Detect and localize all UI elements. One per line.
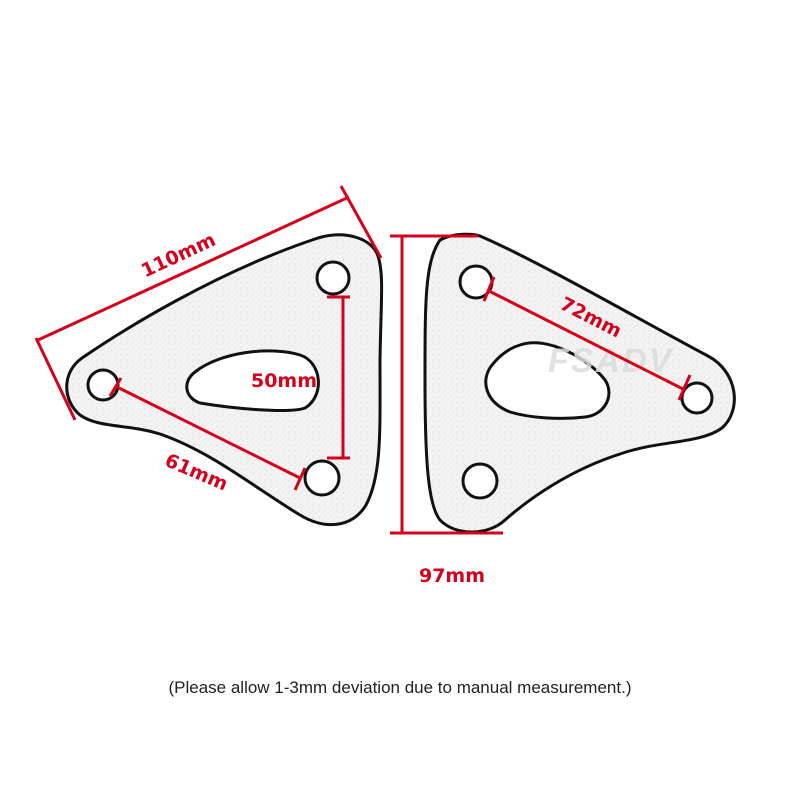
left-plate-teardrop-slot bbox=[185, 349, 320, 412]
left-bracket-plate bbox=[65, 233, 384, 527]
right-bracket-plate bbox=[423, 232, 736, 534]
dim-tick-110mm-b bbox=[339, 185, 383, 259]
dim-label-97mm: 97mm bbox=[419, 565, 485, 587]
right-plate-hole-right bbox=[680, 381, 714, 415]
dimension-lines bbox=[34, 185, 692, 535]
dim-tick-61mm-a bbox=[108, 377, 123, 397]
left-plate-hole-bottom bbox=[303, 459, 341, 497]
dim-line-110mm bbox=[37, 195, 350, 342]
dim-tick-72mm-b bbox=[677, 374, 692, 401]
right-plate-teardrop-slot bbox=[484, 341, 611, 420]
dim-tick-110mm-a bbox=[34, 337, 77, 421]
left-plate-hole-left bbox=[86, 368, 120, 402]
measurement-note: (Please allow 1-3mm deviation due to man… bbox=[168, 678, 632, 697]
dim-line-72mm bbox=[486, 288, 684, 391]
dim-tick-72mm-a bbox=[482, 276, 496, 302]
right-plate-hole-bottom bbox=[461, 462, 499, 500]
left-plate-hole-top bbox=[315, 260, 351, 296]
dim-tick-61mm-b bbox=[293, 467, 307, 491]
dim-line-61mm bbox=[114, 384, 301, 480]
dim-label-50mm: 50mm bbox=[251, 370, 317, 392]
